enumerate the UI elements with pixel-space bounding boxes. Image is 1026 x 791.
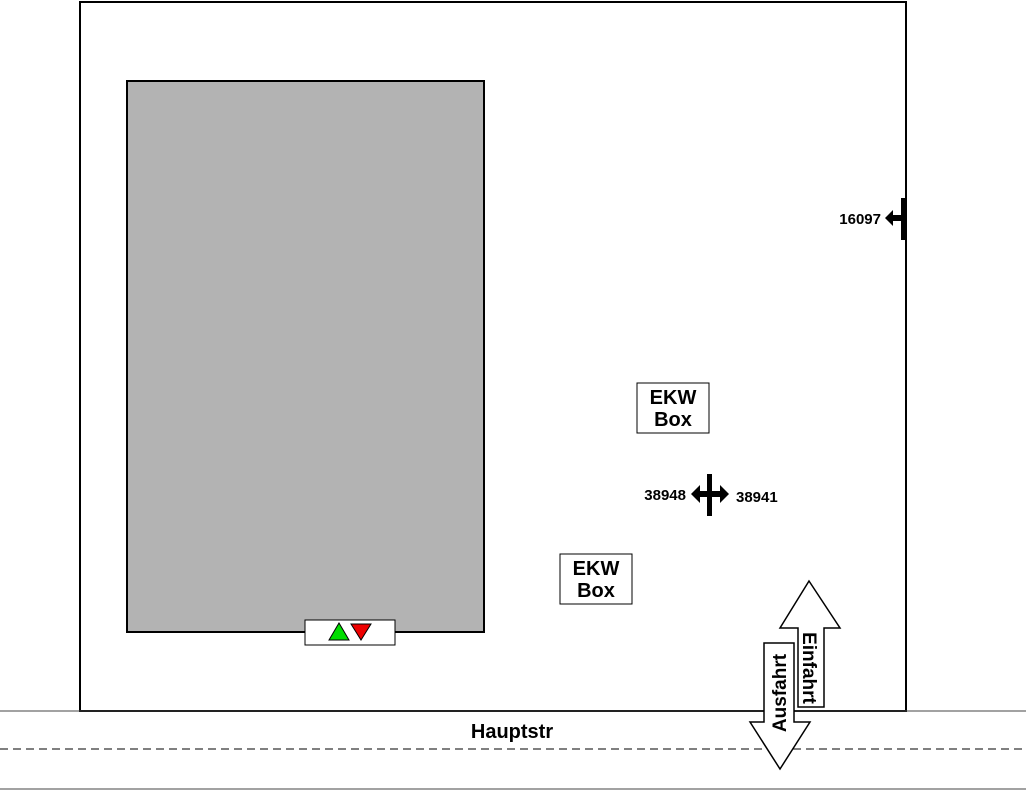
marker-label-left: 38948 — [644, 487, 686, 504]
exit-arrow: Ausfahrt — [748, 642, 812, 771]
entry-label: Einfahrt — [798, 632, 819, 704]
box-label-line2: Box — [654, 409, 692, 431]
exit-label: Ausfahrt — [770, 653, 791, 732]
arrow-left-icon — [885, 210, 901, 226]
box-label-line2: Box — [577, 580, 615, 602]
marker-label-right: 38941 — [736, 489, 778, 506]
street-label: Hauptstr — [471, 721, 553, 743]
marker-16097: 16097 — [839, 198, 905, 240]
up-triangle-icon — [328, 622, 350, 641]
down-triangle-icon — [350, 623, 372, 641]
arrow-right-icon — [712, 485, 729, 503]
marker-pair: 38948 38941 — [644, 474, 778, 516]
marker-label: 16097 — [839, 211, 881, 228]
building — [126, 80, 485, 633]
box-label-line1: EKW — [650, 387, 697, 409]
box-label-line1: EKW — [573, 558, 620, 580]
ekw-box-1: EKW Box — [636, 382, 710, 434]
entry-arrow: Einfahrt — [778, 579, 842, 708]
arrow-left-icon — [691, 485, 707, 503]
entrance-indicator — [304, 619, 396, 646]
ekw-box-2: EKW Box — [559, 553, 633, 605]
